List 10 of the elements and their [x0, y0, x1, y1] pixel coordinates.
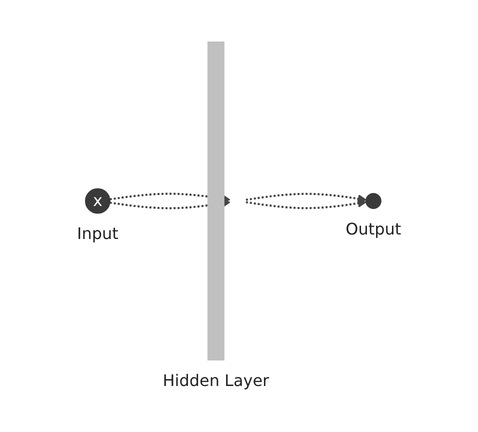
neuron-circle: [365, 193, 382, 210]
node-caption: Output: [346, 220, 402, 239]
dashed-arrow: [110, 199, 230, 210]
dashed-arrow: [110, 192, 230, 204]
node-caption: Input: [76, 224, 118, 244]
node-caption: Hidden Layer: [162, 371, 269, 390]
hidden-layer-bar: [207, 42, 224, 361]
dashed-arrow: [246, 198, 366, 210]
neuron-circle: x: [84, 188, 110, 214]
dashed-arrow: [246, 192, 366, 204]
